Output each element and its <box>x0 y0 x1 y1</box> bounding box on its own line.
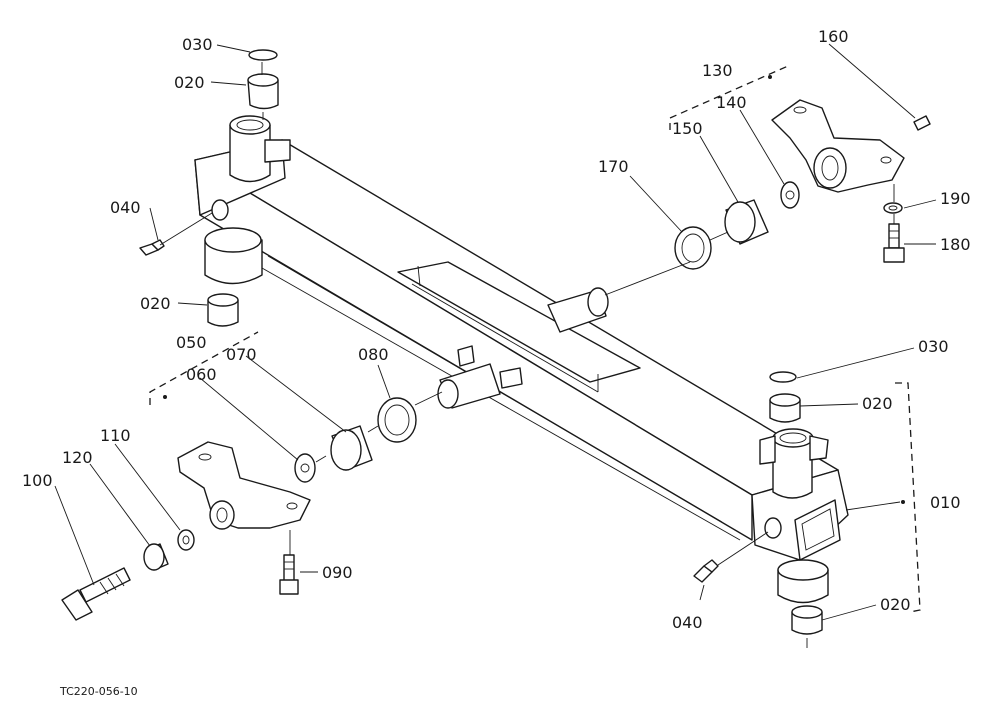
label-170: 170 <box>598 157 629 176</box>
part-labels: 030 020 040 020 050 070 060 080 110 120 … <box>22 27 971 698</box>
label-070: 070 <box>226 345 257 364</box>
label-130: 130 <box>702 61 733 80</box>
label-030-right: 030 <box>918 337 949 356</box>
label-020-right-lower: 020 <box>880 595 911 614</box>
label-060: 060 <box>186 365 217 384</box>
label-120: 120 <box>62 448 93 467</box>
label-110: 110 <box>100 426 131 445</box>
left-arm-parts <box>61 397 417 621</box>
label-020-left-lower: 020 <box>140 294 171 313</box>
left-upper-parts <box>139 49 279 327</box>
label-020-top-left: 020 <box>174 73 205 92</box>
label-160: 160 <box>818 27 849 46</box>
label-190: 190 <box>940 189 971 208</box>
center-pivot-shaft <box>437 287 609 409</box>
label-040-right: 040 <box>672 613 703 632</box>
label-180: 180 <box>940 235 971 254</box>
label-100: 100 <box>22 471 53 490</box>
label-140: 140 <box>716 93 747 112</box>
label-030-top-left: 030 <box>182 35 213 54</box>
label-080: 080 <box>358 345 389 364</box>
right-lower-parts <box>693 371 823 635</box>
leader-lines <box>54 43 937 621</box>
label-010: 010 <box>930 493 961 512</box>
right-pivot-boss <box>759 428 829 604</box>
label-020-right-upper: 020 <box>862 394 893 413</box>
label-090: 090 <box>322 563 353 582</box>
label-040-left: 040 <box>110 198 141 217</box>
left-pivot-boss <box>204 115 291 285</box>
drawing-code: TC220-056-10 <box>59 685 138 698</box>
label-050: 050 <box>176 333 207 352</box>
label-150: 150 <box>672 119 703 138</box>
right-arm-parts <box>674 99 931 270</box>
group-brackets <box>149 65 921 613</box>
assembly-axis-lines <box>159 62 895 648</box>
